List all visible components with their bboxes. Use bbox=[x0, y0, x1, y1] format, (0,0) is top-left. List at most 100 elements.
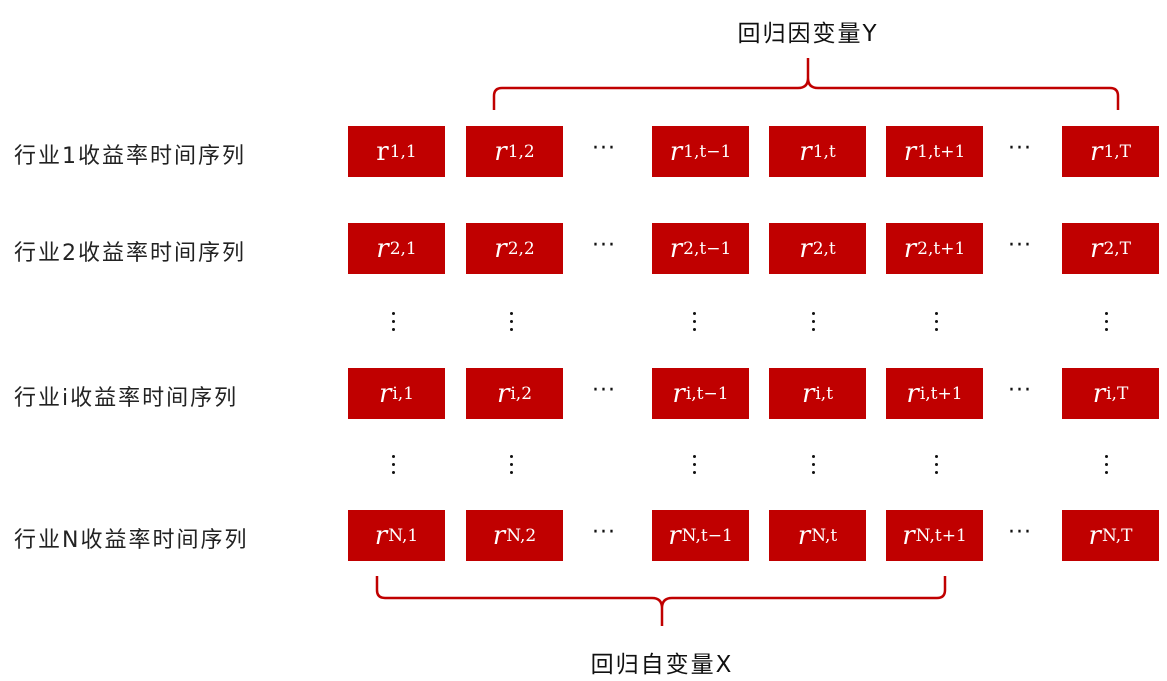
horizontal-ellipsis: ··· bbox=[592, 520, 616, 545]
row-label: 行业N收益率时间序列 bbox=[14, 528, 249, 553]
cell-symbol: r bbox=[902, 520, 915, 551]
cell-subscript: N,t+1 bbox=[915, 525, 967, 546]
cell-subscript: 1,t bbox=[812, 141, 836, 162]
cell-symbol: r bbox=[494, 233, 507, 264]
cell-symbol: r bbox=[903, 233, 917, 264]
horizontal-ellipsis: ··· bbox=[1008, 378, 1032, 403]
horizontal-ellipsis: ··· bbox=[1008, 520, 1032, 545]
cell-symbol: r bbox=[801, 378, 815, 409]
cell-symbol: r bbox=[903, 136, 917, 167]
cell-subscript: i,2 bbox=[510, 383, 533, 404]
bottom-brace bbox=[375, 576, 947, 626]
cell-subscript: N,1 bbox=[388, 525, 419, 546]
vertical-ellipsis bbox=[693, 312, 697, 336]
cell-symbol: r bbox=[496, 378, 510, 409]
cell-symbol: r bbox=[492, 520, 506, 551]
cell-subscript: 1,1 bbox=[389, 141, 417, 162]
cell-symbol: r bbox=[376, 233, 389, 264]
cell-symbol: r bbox=[376, 136, 389, 167]
cell-subscript: N,t bbox=[811, 525, 838, 546]
cell-subscript: 1,t+1 bbox=[917, 141, 966, 162]
cell-symbol: r bbox=[668, 520, 681, 551]
vertical-ellipsis bbox=[1105, 312, 1109, 336]
cell-subscript: i,t−1 bbox=[685, 383, 729, 404]
row-label: 行业1收益率时间序列 bbox=[14, 144, 246, 169]
cell-symbol: r bbox=[669, 136, 683, 167]
cell-subscript: 1,2 bbox=[507, 141, 535, 162]
vertical-ellipsis bbox=[935, 312, 939, 336]
horizontal-ellipsis: ··· bbox=[1008, 233, 1032, 258]
vertical-ellipsis bbox=[1105, 455, 1109, 479]
cell-symbol: r bbox=[374, 520, 388, 551]
independent-variable-label: 回归自变量X bbox=[590, 652, 734, 678]
row-label: 行业2收益率时间序列 bbox=[14, 241, 246, 266]
vertical-ellipsis bbox=[935, 455, 939, 479]
cell-symbol: r bbox=[906, 378, 919, 409]
cell-subscript: N,T bbox=[1101, 525, 1133, 546]
horizontal-ellipsis: ··· bbox=[592, 136, 616, 161]
cell-symbol: r bbox=[1088, 520, 1101, 551]
cell-symbol: r bbox=[672, 378, 685, 409]
cell-symbol: r bbox=[799, 136, 812, 167]
row-label: 行业i收益率时间序列 bbox=[14, 386, 239, 411]
cell-subscript: i,t bbox=[815, 383, 834, 404]
vertical-ellipsis bbox=[510, 312, 514, 336]
vertical-ellipsis bbox=[812, 312, 816, 336]
cell-symbol: r bbox=[799, 233, 812, 264]
cell-subscript: N,2 bbox=[506, 525, 537, 546]
cell-subscript: 2,t−1 bbox=[683, 238, 732, 259]
cell-subscript: N,t−1 bbox=[681, 525, 733, 546]
dependent-variable-label: 回归因变量Y bbox=[737, 21, 879, 47]
horizontal-ellipsis: ··· bbox=[592, 378, 616, 403]
vertical-ellipsis bbox=[812, 455, 816, 479]
cell-subscript: 2,t+1 bbox=[917, 238, 966, 259]
cell-symbol: r bbox=[669, 233, 683, 264]
vertical-ellipsis bbox=[392, 455, 396, 479]
cell-symbol: r bbox=[1090, 136, 1103, 167]
cell-subscript: 1,t−1 bbox=[683, 141, 732, 162]
cell-subscript: 2,2 bbox=[507, 238, 535, 259]
cell-symbol: r bbox=[378, 378, 392, 409]
cell-subscript: i,1 bbox=[392, 383, 415, 404]
top-brace bbox=[492, 58, 1120, 110]
cell-subscript: 2,1 bbox=[389, 238, 417, 259]
cell-symbol: r bbox=[1092, 378, 1106, 409]
cell-subscript: 2,T bbox=[1103, 238, 1131, 259]
cell-subscript: i,t+1 bbox=[919, 383, 963, 404]
horizontal-ellipsis: ··· bbox=[592, 233, 616, 258]
cell-symbol: r bbox=[1090, 233, 1103, 264]
cell-symbol: r bbox=[797, 520, 811, 551]
horizontal-ellipsis: ··· bbox=[1008, 136, 1032, 161]
cell-symbol: r bbox=[494, 136, 507, 167]
cell-subscript: 1,T bbox=[1103, 141, 1131, 162]
vertical-ellipsis bbox=[392, 312, 396, 336]
cell-subscript: 2,t bbox=[812, 238, 836, 259]
vertical-ellipsis bbox=[510, 455, 514, 479]
cell-subscript: i,T bbox=[1106, 383, 1129, 404]
vertical-ellipsis bbox=[693, 455, 697, 479]
